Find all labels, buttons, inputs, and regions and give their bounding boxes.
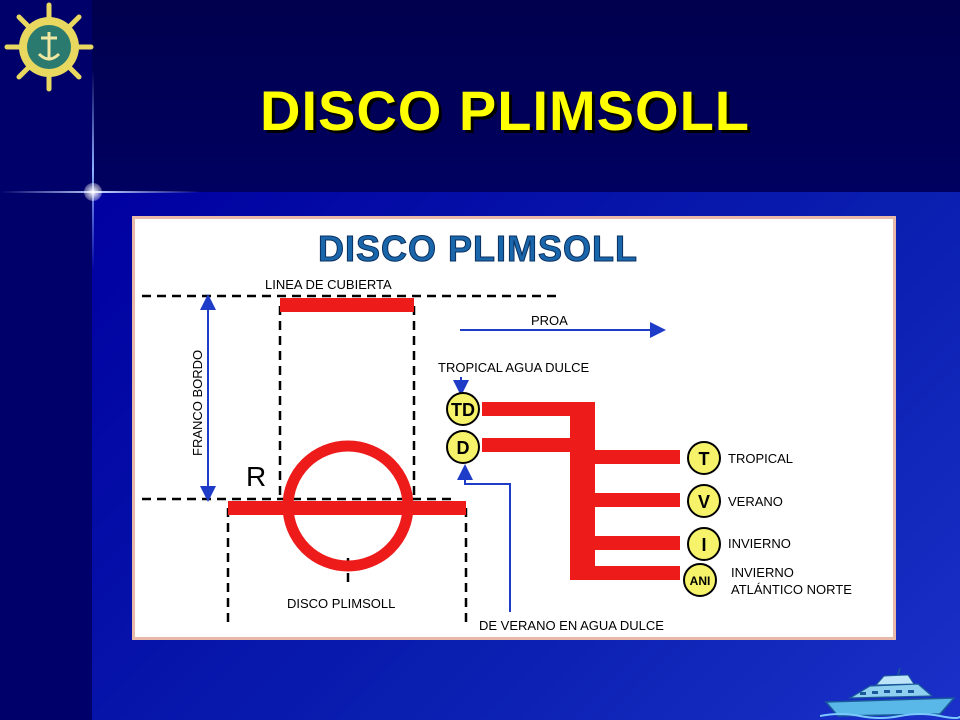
- tropical-fresh-label: TROPICAL AGUA DULCE: [438, 360, 590, 375]
- slide-title: DISCO PLIMSOLL: [260, 79, 750, 142]
- light-flare-center: [84, 183, 102, 201]
- ship-wheel-emblem-icon: [4, 2, 94, 92]
- bow-label: PROA: [531, 313, 568, 328]
- svg-text:D: D: [457, 438, 470, 458]
- badge-t: T: [687, 441, 721, 475]
- load-line-vertical: [570, 402, 595, 580]
- label-verano: VERANO: [728, 494, 783, 509]
- plimsoll-diagram: DISCO PLIMSOLL LINEA DE CUBIERTA FRANCO …: [142, 228, 852, 633]
- badge-v: V: [687, 484, 721, 518]
- load-line-d: [482, 438, 582, 452]
- svg-text:V: V: [698, 492, 710, 512]
- label-invierno: INVIERNO: [728, 536, 791, 551]
- label-atlantico-norte: ATLÁNTICO NORTE: [731, 582, 852, 597]
- deck-line-label: LINEA DE CUBIERTA: [265, 277, 392, 292]
- freeboard-label: FRANCO BORDO: [190, 350, 205, 456]
- badge-td: TD: [446, 392, 480, 426]
- label-invierno-an: INVIERNO: [731, 565, 794, 580]
- diagram-title: DISCO PLIMSOLL: [318, 228, 638, 269]
- svg-text:TD: TD: [451, 400, 475, 420]
- r-mark: R: [246, 461, 266, 492]
- disc-label: DISCO PLIMSOLL: [287, 596, 395, 611]
- plimsoll-diagram-panel: DISCO PLIMSOLL LINEA DE CUBIERTA FRANCO …: [132, 216, 896, 640]
- badge-d: D: [446, 430, 480, 464]
- load-line-ani: [582, 566, 680, 580]
- badge-ani: ANI: [683, 563, 717, 597]
- background-left-band: [0, 0, 92, 720]
- load-line-t: [582, 450, 680, 464]
- background-top: [0, 0, 960, 192]
- load-line-td: [482, 402, 582, 416]
- label-tropical: TROPICAL: [728, 451, 793, 466]
- svg-text:ANI: ANI: [690, 574, 711, 588]
- ship-icon: [820, 668, 960, 719]
- deck-line-bar: [280, 298, 414, 312]
- svg-text:I: I: [701, 535, 706, 555]
- summer-fresh-label: DE VERANO EN AGUA DULCE: [479, 618, 664, 633]
- svg-text:T: T: [699, 449, 710, 469]
- badge-i: I: [687, 527, 721, 561]
- light-flare-vertical: [92, 70, 94, 270]
- plimsoll-disc-bar: [228, 501, 466, 515]
- load-line-v: [582, 493, 680, 507]
- load-line-i: [582, 536, 680, 550]
